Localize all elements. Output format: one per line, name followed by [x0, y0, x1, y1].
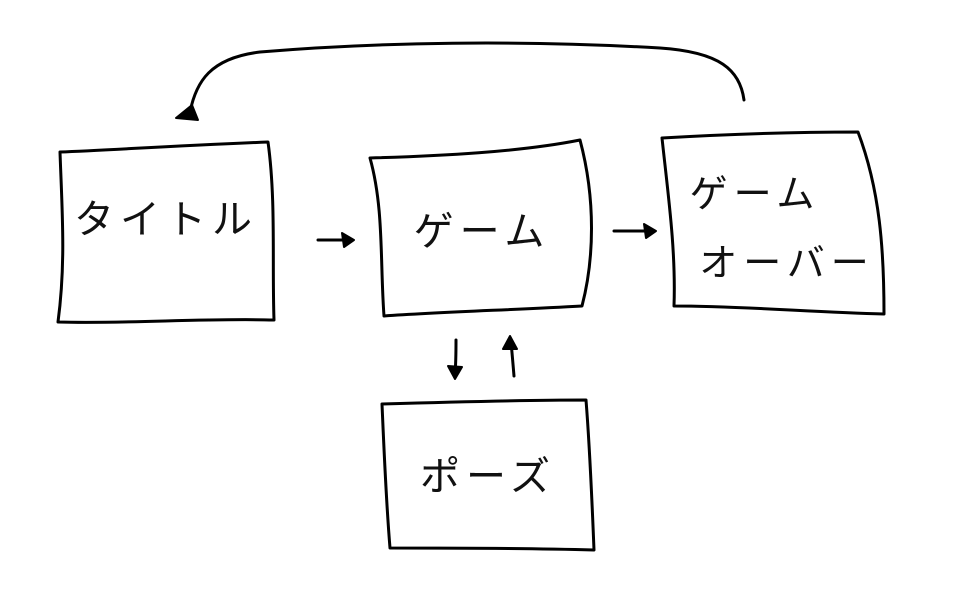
edge-game-to-pause — [447, 338, 463, 380]
edge-title-to-game — [316, 232, 355, 248]
node-game-box — [368, 138, 593, 318]
node-game-label: ゲーム — [414, 209, 551, 255]
edge-game-to-pause-arrowhead — [447, 365, 463, 380]
edge-gameover-to-title — [175, 41, 746, 121]
edge-game-to-gameover-arrowhead — [643, 223, 657, 239]
node-gameover-label-line2: オーバー — [699, 241, 875, 285]
edge-pause-to-game — [502, 335, 518, 378]
node-title-label: タイトル — [74, 197, 258, 243]
edge-game-to-gameover — [612, 223, 657, 239]
node-gameover-box — [660, 130, 886, 316]
edge-pause-to-game-arrowhead — [502, 335, 518, 350]
node-pause: ポーズ — [380, 398, 596, 552]
edge-title-to-game-arrowhead — [341, 232, 355, 248]
node-pause-box — [380, 398, 596, 552]
node-game: ゲーム — [368, 138, 593, 318]
node-gameover: ゲーム オーバー — [660, 130, 886, 316]
node-gameover-label-line1: ゲーム — [690, 172, 821, 216]
node-title-box — [56, 140, 276, 324]
edge-gameover-to-title-arrowhead — [175, 104, 199, 121]
node-pause-label: ポーズ — [420, 454, 556, 500]
node-title: タイトル — [56, 140, 276, 324]
edge-gameover-to-title-line — [188, 41, 746, 114]
